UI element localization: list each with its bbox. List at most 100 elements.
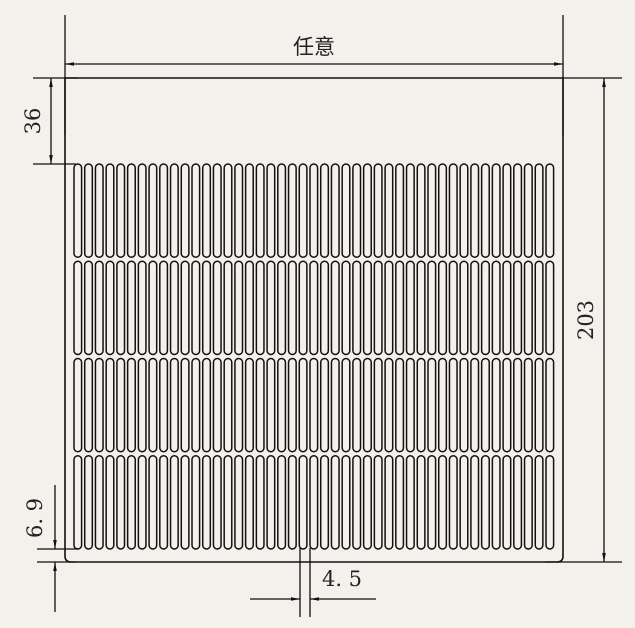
slot	[137, 163, 147, 258]
slot	[287, 163, 297, 258]
slot	[105, 455, 115, 550]
slot	[352, 455, 362, 550]
slot	[362, 455, 372, 550]
slot	[384, 357, 394, 453]
slot	[513, 260, 523, 356]
slot	[427, 163, 437, 258]
slot	[266, 260, 276, 356]
width-label: 任意	[293, 35, 335, 59]
slot	[330, 357, 340, 453]
slot	[266, 455, 276, 550]
slot	[169, 357, 179, 453]
slot	[545, 163, 555, 258]
slot	[277, 260, 287, 356]
slot	[234, 260, 244, 356]
height-label: 203	[574, 300, 598, 340]
slot	[330, 163, 340, 258]
slot	[148, 455, 158, 550]
slot	[83, 357, 94, 453]
slot	[405, 163, 415, 258]
slot	[191, 357, 201, 453]
slot	[502, 163, 512, 258]
slot	[169, 163, 179, 258]
slot	[491, 260, 501, 356]
slot	[309, 260, 319, 356]
slot	[277, 357, 287, 453]
slot	[427, 357, 437, 453]
slot	[427, 455, 437, 550]
slot	[116, 357, 126, 453]
slot	[116, 260, 126, 356]
slot	[159, 357, 169, 453]
slot	[201, 455, 212, 550]
slot	[287, 455, 297, 550]
slot	[480, 357, 490, 453]
slot	[395, 163, 405, 258]
slot	[191, 163, 201, 258]
slot	[169, 260, 179, 356]
slot	[180, 455, 190, 550]
slot	[437, 455, 448, 550]
slot	[266, 163, 276, 258]
slot	[362, 163, 372, 258]
height-dimension: 203	[545, 77, 622, 563]
slot	[470, 455, 480, 550]
slot	[513, 455, 523, 550]
slot	[330, 455, 340, 550]
slot	[545, 260, 555, 356]
slot	[373, 260, 383, 356]
slot	[73, 260, 83, 356]
slot-pitch-dimension: 4. 5	[250, 548, 376, 617]
slot	[148, 260, 158, 356]
slot	[395, 455, 405, 550]
slot	[223, 357, 233, 453]
slot-pitch-label: 4. 5	[322, 567, 362, 591]
slot	[83, 163, 94, 258]
slot	[480, 260, 490, 356]
slot	[534, 455, 544, 550]
slot	[201, 357, 212, 453]
slot	[459, 455, 469, 550]
slot	[255, 163, 265, 258]
slot	[341, 163, 351, 258]
slot	[94, 260, 104, 356]
slot	[234, 357, 244, 453]
slot	[395, 357, 405, 453]
slot	[73, 455, 83, 550]
slot	[523, 357, 533, 453]
slot	[373, 357, 383, 453]
slot	[105, 260, 115, 356]
slot	[513, 357, 523, 453]
slot	[309, 163, 319, 258]
slot	[116, 455, 126, 550]
slot	[362, 357, 372, 453]
slot	[437, 163, 448, 258]
slot	[255, 357, 265, 453]
slot	[352, 357, 362, 453]
width-dimension: 任意	[64, 15, 564, 135]
slot	[470, 260, 480, 356]
slot	[480, 163, 490, 258]
slot-pattern	[73, 163, 555, 550]
slot	[480, 455, 490, 550]
slot	[362, 260, 372, 356]
slot	[148, 163, 158, 258]
slot	[73, 357, 83, 453]
slot	[244, 357, 254, 453]
slot	[287, 357, 297, 453]
slot	[448, 260, 458, 356]
slot	[309, 455, 319, 550]
slot	[405, 455, 415, 550]
slot	[459, 357, 469, 453]
slot	[491, 455, 501, 550]
slot	[234, 455, 244, 550]
slot	[319, 163, 330, 258]
slot	[319, 357, 330, 453]
slot	[534, 357, 544, 453]
slot	[148, 357, 158, 453]
slot	[523, 455, 533, 550]
slot	[395, 260, 405, 356]
slot	[201, 163, 212, 258]
slot	[277, 163, 287, 258]
